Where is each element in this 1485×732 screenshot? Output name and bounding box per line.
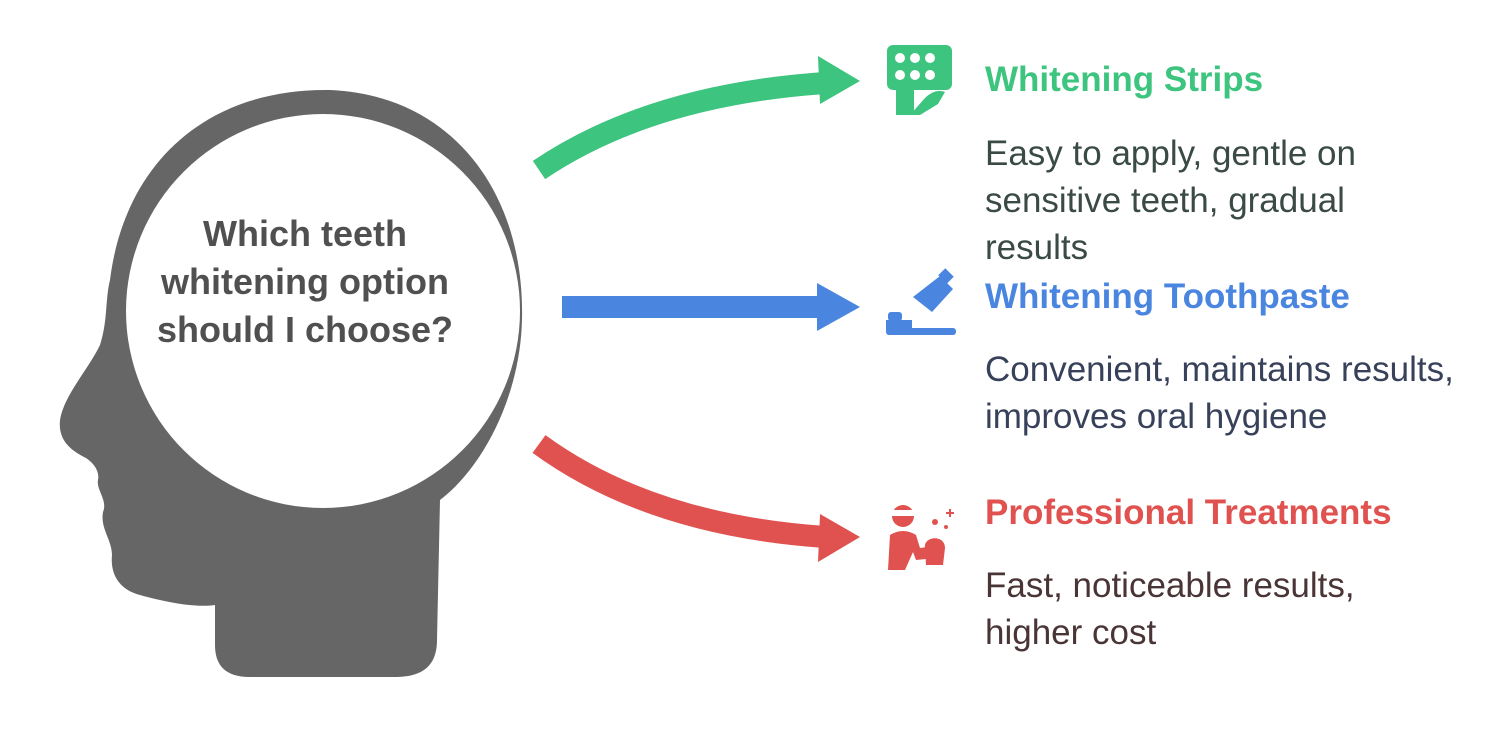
toothpaste-icon: [886, 268, 956, 335]
option-title-toothpaste: Whitening Toothpaste: [985, 277, 1350, 316]
option-desc-toothpaste: Convenient, maintains results, improves …: [985, 350, 1454, 436]
arrow-to-toothpaste: [562, 296, 824, 318]
option-title-strips: Whitening Strips: [985, 60, 1264, 99]
arrow-head-treatments: [818, 514, 860, 562]
option-desc-treatments: Fast, noticeable results, higher cost: [985, 566, 1355, 652]
arrow-head-strips: [818, 56, 860, 104]
arrow-to-treatments: [532, 435, 826, 548]
arrow-head-toothpaste: [817, 283, 860, 331]
option-desc-strips: Easy to apply, gentle on sensitive teeth…: [985, 134, 1356, 267]
central-question: Which teeth whitening option should I ch…: [156, 213, 453, 350]
whitening-strips-icon: [887, 45, 952, 115]
option-title-treatments: Professional Treatments: [985, 493, 1392, 532]
dentist-icon: [888, 505, 954, 570]
thought-circle: [126, 114, 520, 508]
arrow-to-strips: [532, 72, 826, 180]
